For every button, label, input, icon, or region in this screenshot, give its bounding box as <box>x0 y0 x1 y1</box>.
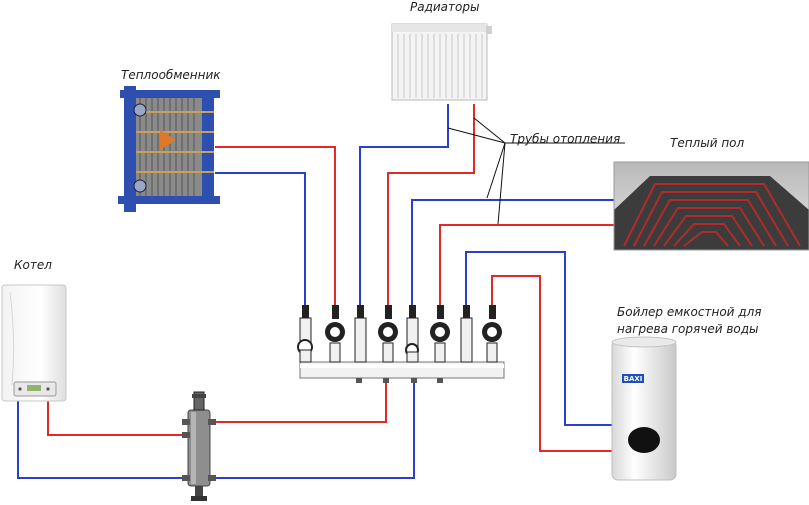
manifold-icon <box>299 361 505 383</box>
tank-label-line1: Бойлер емкостной для <box>617 305 762 319</box>
manifold-supply-feed <box>208 380 387 423</box>
heating-pipes-label: Трубы отопления <box>510 132 621 146</box>
radiator-return-pipe <box>359 104 449 305</box>
radiator-supply-pipe <box>387 104 475 305</box>
pump-group-2 <box>354 305 398 363</box>
boiler-supply-pipe <box>47 400 188 436</box>
boiler-return-pipe <box>17 400 188 479</box>
floor-supply-pipe <box>439 224 614 305</box>
pump-group-3 <box>405 305 450 363</box>
heat-exchanger-icon <box>118 86 220 212</box>
tank-label-line2: нагрева горячей воды <box>617 322 759 336</box>
radiator-icon <box>391 23 492 101</box>
hydraulic-separator-icon <box>182 391 216 501</box>
pipes <box>17 104 614 479</box>
heat-exchanger-label: Теплообменник <box>121 68 221 82</box>
boiler-label: Котел <box>14 258 52 272</box>
tank-return-pipe <box>465 251 612 426</box>
tank-icon: BAXI <box>611 336 677 481</box>
exchanger-return-pipe <box>215 172 306 305</box>
floor-return-pipe <box>411 199 614 305</box>
pump-group-4 <box>460 305 502 363</box>
pump-group-1 <box>297 305 345 363</box>
floor-heating-icon <box>613 161 809 251</box>
floor-heating-label: Теплый пол <box>670 136 745 150</box>
tank-supply-pipe <box>491 275 612 452</box>
radiators-label: Радиаторы <box>410 0 480 14</box>
pipes-label-leaders <box>447 117 625 225</box>
tank-brand-label: BAXI <box>624 375 643 383</box>
boiler-icon <box>1 284 67 402</box>
exchanger-supply-pipe <box>215 146 336 305</box>
manifold-return-feed <box>208 380 415 479</box>
